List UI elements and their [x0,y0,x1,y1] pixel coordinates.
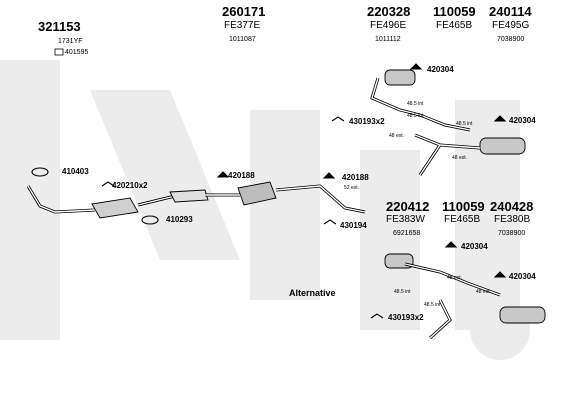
part-number-240428: 240428 [490,199,534,214]
hanger-420188-b-icon [322,172,336,179]
part-ref-1011087: 1011087 [229,36,256,43]
hanger-420304-a-icon [409,63,423,70]
rear-silencer-upper-drawing [370,69,526,176]
dim-48-ext-4: 48 ext. [476,289,492,295]
ring-410403-icon [31,167,49,177]
label-420304-a: 420304 [427,65,454,74]
clamp-430193-b-icon [370,313,384,319]
label-410293: 410293 [166,215,193,224]
dim-48-ext-3: 48 ext. [447,275,463,281]
part-code-fe383w: FE383W [386,214,425,225]
part-code-fe465b-lower: FE465B [444,214,481,225]
hanger-420188-icon [216,171,230,178]
catalyst-drawing [26,185,240,219]
dim-48-5-int-2: 48.5 int [407,113,424,119]
part-code-1731yf: 1731YF [58,38,83,45]
hanger-420304-d-icon [493,271,507,278]
clamp-430194-icon [323,219,337,225]
gasket-box-icon [54,48,64,56]
dim-48-5-int-5: 48.5 int [424,302,441,308]
part-ref-401595: 401595 [65,49,89,56]
part-number-321153: 321153 [38,19,81,34]
part-number-240114: 240114 [489,4,532,19]
part-number-260171: 260171 [222,4,266,19]
label-430194: 430194 [340,221,367,230]
label-420210x2: 420210x2 [112,181,148,190]
dim-52-ext: 52 ext. [344,185,360,191]
alternative-label: Alternative [289,288,336,298]
part-number-110059-lower: 110059 [442,199,485,214]
part-code-fe380b: FE380B [494,214,531,225]
part-code-fe465b: FE465B [436,20,473,31]
middle-silencer-drawing [237,181,366,214]
clamp-420210-icon [101,181,115,187]
hanger-420304-c-icon [444,241,458,248]
label-420188-b: 420188 [342,173,369,182]
rear-silencer-lower-drawing [384,253,546,340]
label-410403: 410403 [62,167,89,176]
part-code-fe496e: FE496E [370,20,407,31]
part-code-fe377e: FE377E [224,20,261,31]
label-420304-c: 420304 [461,242,488,251]
dim-48-ext-2: 48 ext. [452,155,468,161]
label-420304-b: 420304 [509,116,536,125]
part-ref-6921658: 6921658 [393,230,421,237]
hanger-420304-b-icon [493,115,507,122]
part-code-fe495g: FE495G [492,20,530,31]
part-ref-1011112: 1011112 [375,36,401,43]
ring-410293-icon [141,215,159,225]
dim-48-5-int-3: 48.5 int [456,121,473,127]
dim-48-ext-1: 48 ext. [389,133,405,139]
part-ref-7038900: 7038900 [497,36,525,43]
part-number-110059: 110059 [433,4,476,19]
dim-48-5-int-1: 48.5 int [407,101,424,107]
label-420304-d: 420304 [509,272,536,281]
part-number-220328: 220328 [367,4,411,19]
label-420188-a: 420188 [228,171,255,180]
label-430193x2-a: 430193x2 [349,117,385,126]
dim-48-5-int-4: 48.5 int [394,289,411,295]
label-430193x2-b: 430193x2 [388,313,424,322]
part-ref-7038900-lower: 7038900 [498,230,526,237]
part-number-220412: 220412 [386,199,430,214]
clamp-430193-a-icon [331,116,345,122]
